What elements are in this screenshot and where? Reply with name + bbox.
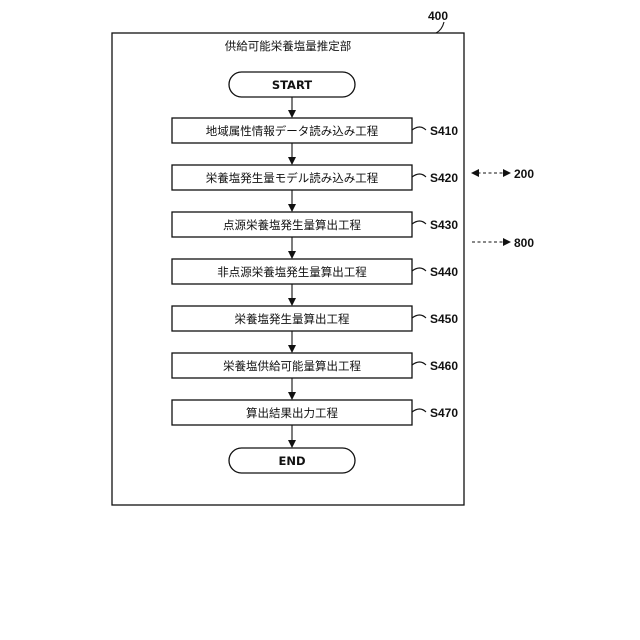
step-s450: 栄養塩発生量算出工程 S450 xyxy=(172,306,458,331)
step-leader xyxy=(412,268,426,271)
ref-leader-400 xyxy=(436,22,444,33)
external-ref-200: 200 xyxy=(514,167,534,181)
step-label: 地域属性情報データ読み込み工程 xyxy=(206,124,379,138)
step-s410: 地域属性情報データ読み込み工程 S410 xyxy=(172,118,458,143)
step-label: 栄養塩発生量算出工程 xyxy=(235,312,350,326)
step-label: 栄養塩発生量モデル読み込み工程 xyxy=(206,171,379,185)
step-id: S450 xyxy=(430,312,458,326)
ref-number-400: 400 xyxy=(428,9,448,23)
step-id: S470 xyxy=(430,406,458,420)
step-leader xyxy=(412,362,426,365)
step-leader xyxy=(412,315,426,318)
step-label: 算出結果出力工程 xyxy=(246,406,338,420)
external-ref-800: 800 xyxy=(514,236,534,250)
step-leader xyxy=(412,127,426,130)
step-label: 点源栄養塩発生量算出工程 xyxy=(223,218,361,232)
end-label: END xyxy=(278,454,305,468)
step-s460: 栄養塩供給可能量算出工程 S460 xyxy=(172,353,458,378)
step-id: S440 xyxy=(430,265,458,279)
step-id: S460 xyxy=(430,359,458,373)
diagram-title: 供給可能栄養塩量推定部 xyxy=(225,39,352,53)
step-s430: 点源栄養塩発生量算出工程 S430 xyxy=(172,212,458,237)
step-s470: 算出結果出力工程 S470 xyxy=(172,400,458,425)
step-id: S410 xyxy=(430,124,458,138)
step-id: S420 xyxy=(430,171,458,185)
start-label: START xyxy=(272,78,312,92)
step-s420: 栄養塩発生量モデル読み込み工程 S420 xyxy=(172,165,458,190)
step-id: S430 xyxy=(430,218,458,232)
step-label: 非点源栄養塩発生量算出工程 xyxy=(217,265,367,279)
step-leader xyxy=(412,409,426,412)
step-leader xyxy=(412,221,426,224)
step-leader xyxy=(412,174,426,177)
step-label: 栄養塩供給可能量算出工程 xyxy=(223,359,361,373)
step-s440: 非点源栄養塩発生量算出工程 S440 xyxy=(172,259,458,284)
